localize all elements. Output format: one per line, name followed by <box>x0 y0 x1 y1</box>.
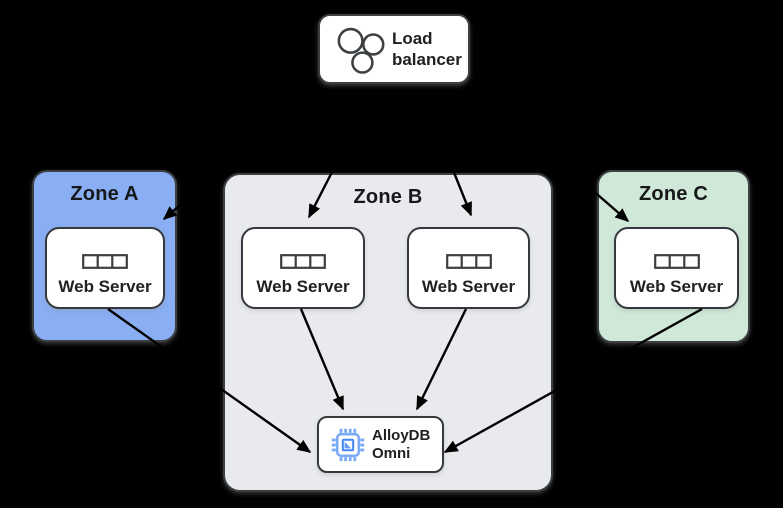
alloydb-chip-icon <box>331 428 365 461</box>
server-tray-icon <box>653 254 700 269</box>
zone-a-label: Zone A <box>70 183 139 205</box>
zone-c-label: Zone C <box>639 183 708 205</box>
alloydb-omni-label: AlloyDB Omni <box>372 426 431 462</box>
web-server-a: Web Server <box>45 227 165 309</box>
zone-b: Zone B Web Server Web Server <box>223 173 553 492</box>
web-server-b1: Web Server <box>241 227 365 309</box>
server-tray-icon <box>445 254 492 269</box>
web-server-b1-label: Web Server <box>256 277 350 296</box>
web-server-c: Web Server <box>614 227 739 309</box>
zone-c: Zone C Web Server <box>597 170 750 343</box>
load-balancer-icon <box>337 27 385 74</box>
server-tray-icon <box>280 254 326 269</box>
load-balancer-node: Load balancer <box>318 14 470 84</box>
alloydb-omni-node: AlloyDB Omni <box>317 416 444 473</box>
web-server-c-label: Web Server <box>629 277 724 296</box>
server-tray-icon <box>82 254 128 269</box>
zone-b-label: Zone B <box>353 186 423 208</box>
zone-a: Zone A Web Server <box>32 170 177 342</box>
web-server-b2-label: Web Server <box>421 277 516 296</box>
web-server-a-label: Web Server <box>58 277 152 296</box>
web-server-b2: Web Server <box>407 227 530 309</box>
load-balancer-label: Load balancer <box>391 28 462 69</box>
